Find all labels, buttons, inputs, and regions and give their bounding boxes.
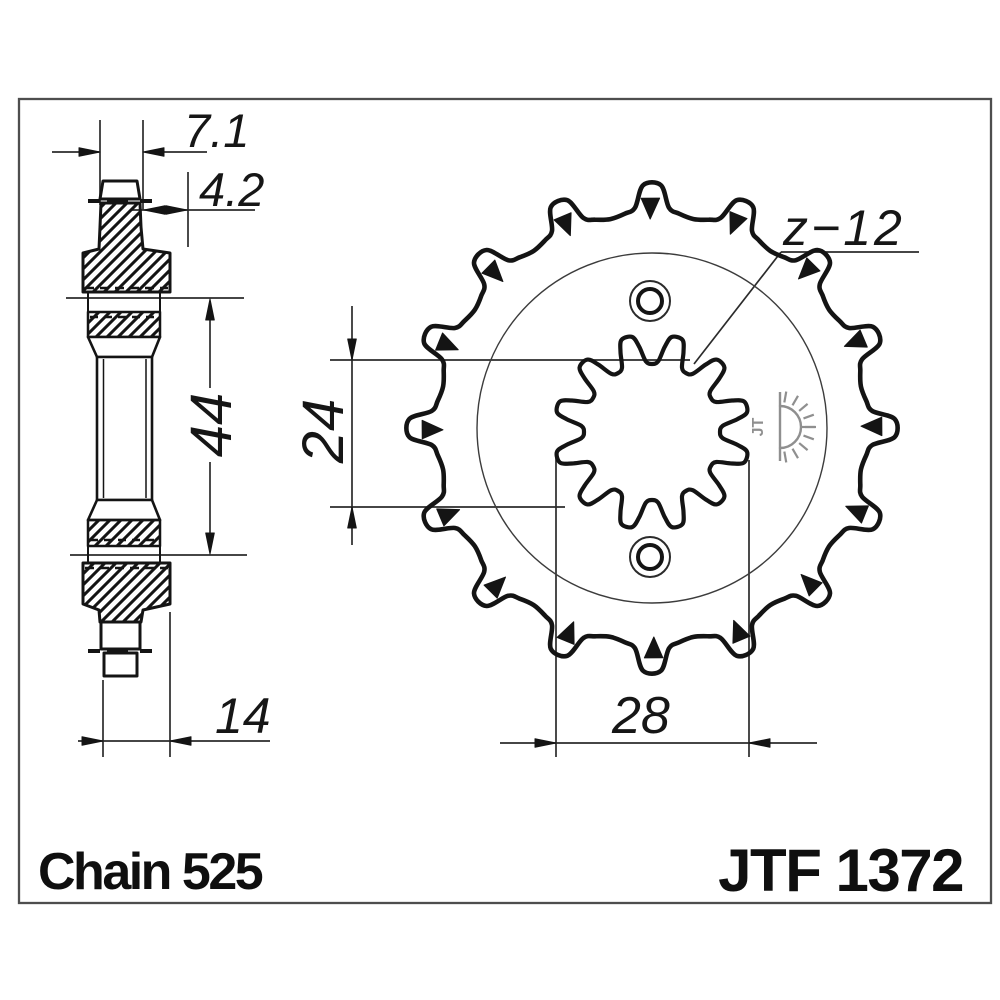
drawing-frame — [17, 97, 993, 905]
jt-logo-text: JT — [750, 417, 767, 436]
bolt-hole-bottom — [629, 536, 671, 578]
dim-spline-root-label: 24 — [291, 399, 356, 465]
dim-hub-width-label: 7.1 — [184, 104, 249, 157]
dimension-lines — [52, 120, 919, 757]
dim-height-label: 44 — [179, 393, 244, 458]
bolt-hole-top — [629, 280, 671, 322]
pitch-circle — [476, 252, 828, 604]
jt-sun-logo — [778, 391, 816, 463]
dim-hub-step-label: 4.2 — [199, 163, 264, 216]
front-view — [404, 180, 900, 676]
spline-teeth-count-label: z−12 — [782, 200, 905, 256]
dim-total-width-label: 14 — [215, 688, 271, 744]
shaft-spline-profile — [554, 334, 750, 530]
outer-sprocket-teeth — [404, 180, 900, 676]
chain-size-label: Chain 525 — [38, 843, 263, 901]
part-number-label: JTF 1372 — [718, 837, 963, 904]
dim-spline-tip-label: 28 — [611, 687, 670, 745]
